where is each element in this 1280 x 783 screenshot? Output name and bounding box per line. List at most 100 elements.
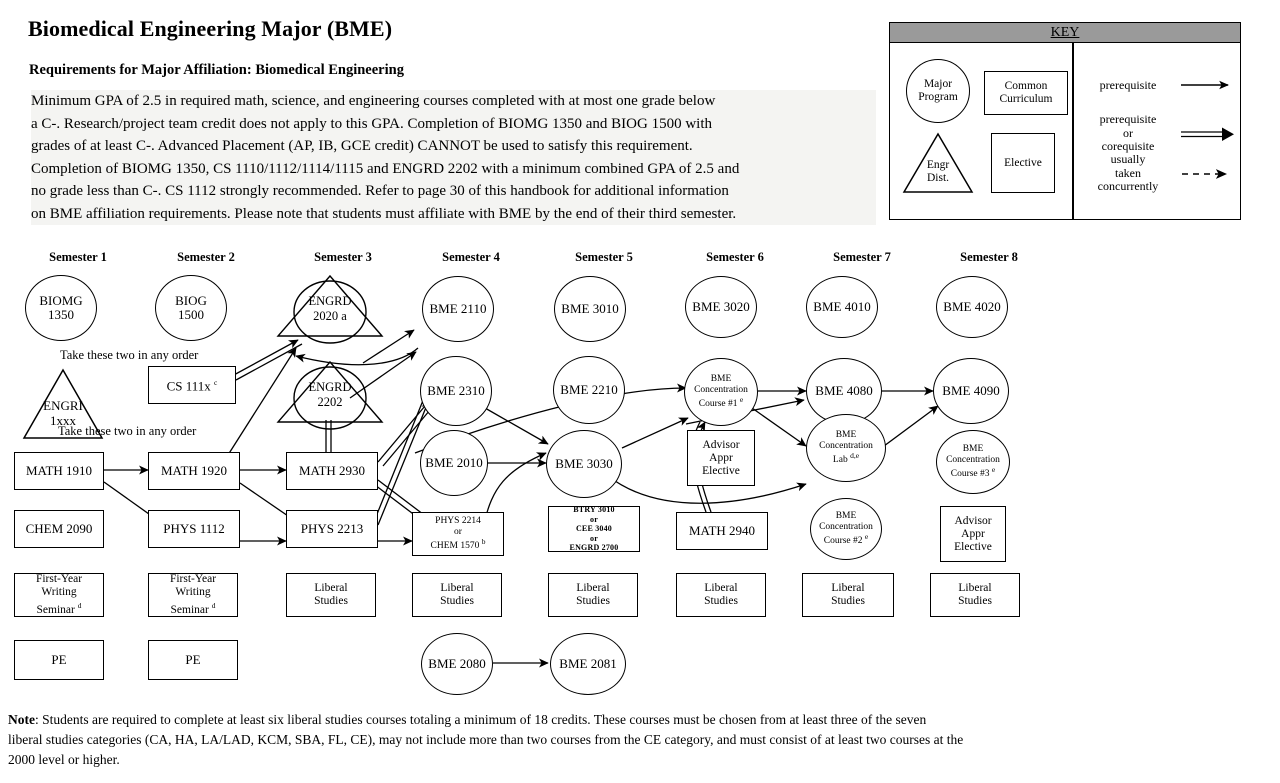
edge-engrd2020-bme2310 — [349, 351, 417, 399]
edge-math2930-bme2310-a — [377, 399, 431, 463]
node-pe2[interactable]: PE — [148, 640, 238, 680]
node-label: BME 4020 — [943, 299, 1001, 314]
affiliation-requirements-paragraph: Minimum GPA of 2.5 in required math, sci… — [31, 90, 876, 225]
node-bme2310[interactable]: BME 2310 — [420, 356, 492, 426]
node-bme2080[interactable]: BME 2080 — [421, 633, 493, 695]
node-label: CS 111x c — [166, 378, 218, 394]
paragraph-line: a C-. Research/project team credit does … — [31, 115, 713, 132]
node-bme3030[interactable]: BME 3030 — [546, 430, 622, 498]
edge-bme2310-bme3030 — [484, 407, 549, 445]
note-line: Note: Students are required to complete … — [8, 712, 927, 727]
key-shape-elective-label: Elective — [1004, 156, 1042, 169]
node-bme2210[interactable]: BME 2210 — [553, 356, 625, 424]
node-bme2110[interactable]: BME 2110 — [422, 276, 494, 342]
node-bme2010[interactable]: BME 2010 — [420, 430, 488, 496]
node-label: MATH 2930 — [298, 463, 366, 478]
edge-bme3030-conc1 — [621, 417, 689, 449]
column-header-semester-6: Semester 6 — [706, 250, 764, 264]
node-label: MATH 2940 — [688, 523, 756, 538]
node-label: BME 3020 — [692, 299, 750, 314]
paragraph-line: grades of at least C-. Advanced Placemen… — [31, 138, 693, 154]
key-arrow-double-head-icon — [1222, 127, 1234, 141]
node-phys2213[interactable]: PHYS 2213 — [286, 510, 378, 548]
node-label: PHYS 2213 — [300, 521, 364, 536]
node-bme4090[interactable]: BME 4090 — [933, 358, 1009, 424]
node-math1920[interactable]: MATH 1920 — [148, 452, 240, 490]
node-label: CHEM 2090 — [25, 521, 93, 536]
node-pe1[interactable]: PE — [14, 640, 104, 680]
node-bme4010[interactable]: BME 4010 — [806, 276, 878, 338]
key-shape-engr-dist — [902, 131, 974, 195]
paragraph-line: Minimum GPA of 2.5 in required math, sci… — [31, 93, 716, 109]
node-math2930[interactable]: MATH 2930 — [286, 452, 378, 490]
note-line: 2000 level or higher. — [8, 752, 120, 767]
note-line: liberal studies categories (CA, HA, LA/L… — [8, 732, 964, 747]
node-label: BME 2081 — [559, 656, 617, 671]
column-header-semester-2: Semester 2 — [177, 250, 235, 264]
edge-conclab-bme4090 — [883, 405, 939, 447]
node-label: BME 2080 — [428, 656, 486, 671]
node-phys1112[interactable]: PHYS 1112 — [148, 510, 240, 548]
node-bme3020[interactable]: BME 3020 — [685, 276, 757, 338]
key-divider — [1072, 43, 1074, 219]
edge-engrd2020-bme2110 — [362, 329, 415, 364]
node-chem2090[interactable]: CHEM 2090 — [14, 510, 104, 548]
node-cs111x[interactable]: CS 111x c — [148, 366, 236, 404]
node-bme2081[interactable]: BME 2081 — [550, 633, 626, 695]
edge-conc1-conclab — [751, 407, 807, 447]
edge-curve-to-engrd2020 — [295, 347, 419, 366]
node-math2940[interactable]: MATH 2940 — [676, 512, 768, 550]
node-math1910[interactable]: MATH 1910 — [14, 452, 104, 490]
column-header-semester-4: Semester 4 — [442, 250, 500, 264]
page-subtitle: Requirements for Major Affiliation: Biom… — [29, 62, 404, 78]
node-bme4080[interactable]: BME 4080 — [806, 358, 882, 424]
column-header-semester-1: Semester 1 — [49, 250, 107, 264]
edge-phys2213-bme2310-b — [377, 399, 430, 526]
node-bme4020[interactable]: BME 4020 — [936, 276, 1008, 338]
page-title: Biomedical Engineering Major (BME) — [28, 16, 393, 41]
paragraph-line: Completion of BIOMG 1350, CS 1110/1112/1… — [31, 160, 740, 177]
node-label: MATH 1920 — [160, 463, 228, 478]
edge-bme3030-conclab — [607, 475, 807, 504]
node-label: BME 4090 — [942, 383, 1000, 398]
node-bme3010[interactable]: BME 3010 — [554, 276, 626, 342]
node-label: PE — [51, 652, 67, 667]
node-label: BME 3010 — [561, 301, 619, 316]
